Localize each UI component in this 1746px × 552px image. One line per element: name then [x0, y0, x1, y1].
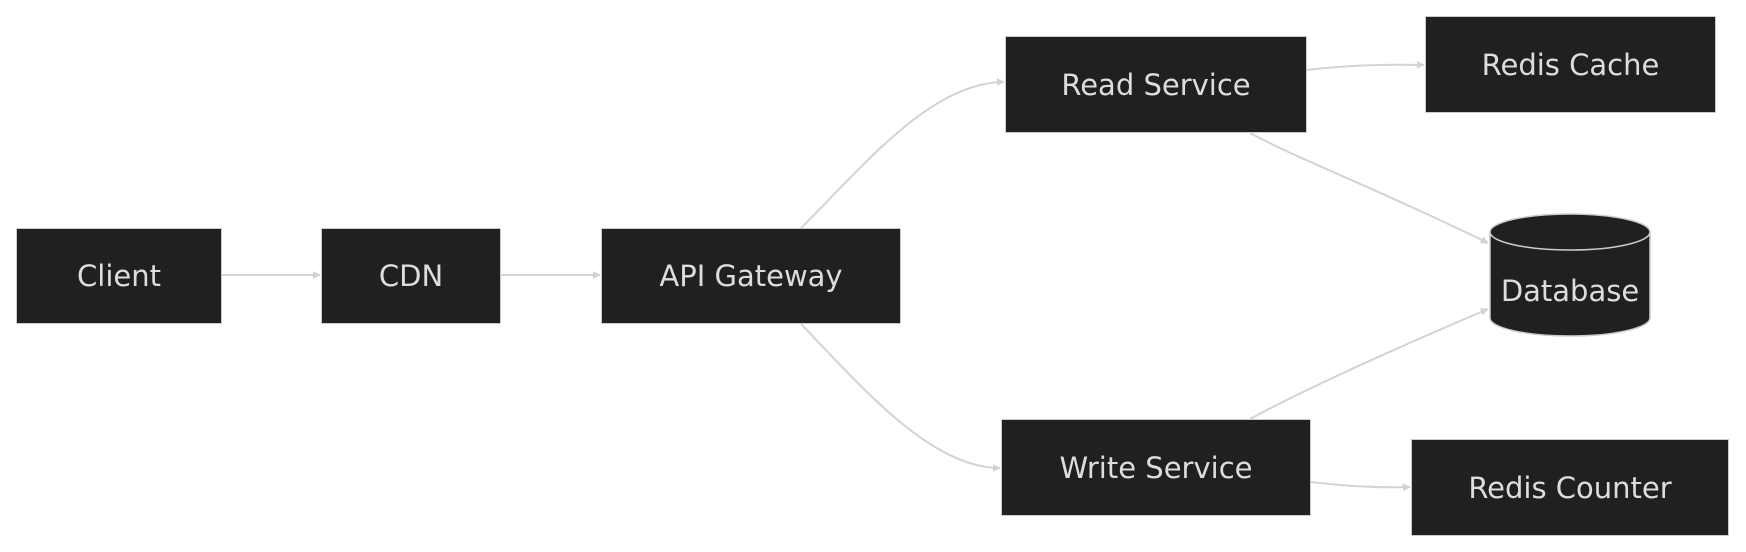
node-redis-cache-label: Redis Cache: [1481, 47, 1660, 82]
node-database-label: Database: [1500, 274, 1640, 308]
edge-write-service-database: [1249, 308, 1489, 420]
edge-read-service-database: [1249, 132, 1489, 244]
node-api-gateway-label: API Gateway: [659, 259, 843, 293]
node-client-label: Client: [77, 259, 161, 293]
node-client: Client: [16, 228, 222, 324]
node-read-service: Read Service: [1005, 36, 1307, 133]
node-write-service: Write Service: [1001, 419, 1311, 516]
database-cylinder-icon: [1489, 213, 1651, 337]
node-database: Database: [1488, 212, 1652, 338]
edge-read-service-redis-cache: [1306, 60, 1425, 71]
node-write-service-label: Write Service: [1059, 450, 1253, 485]
node-cdn: CDN: [321, 228, 501, 324]
node-cdn-label: CDN: [378, 259, 444, 293]
node-read-service-label: Read Service: [1061, 67, 1251, 102]
node-redis-counter: Redis Counter: [1411, 439, 1729, 536]
edge-write-service-redis-counter: [1310, 481, 1411, 492]
edge-api-gateway-read-service: [800, 78, 1005, 229]
node-api-gateway: API Gateway: [601, 228, 901, 324]
edge-api-gateway-write-service: [800, 323, 1001, 472]
node-redis-counter-label: Redis Counter: [1468, 470, 1672, 505]
node-redis-cache: Redis Cache: [1425, 16, 1716, 113]
